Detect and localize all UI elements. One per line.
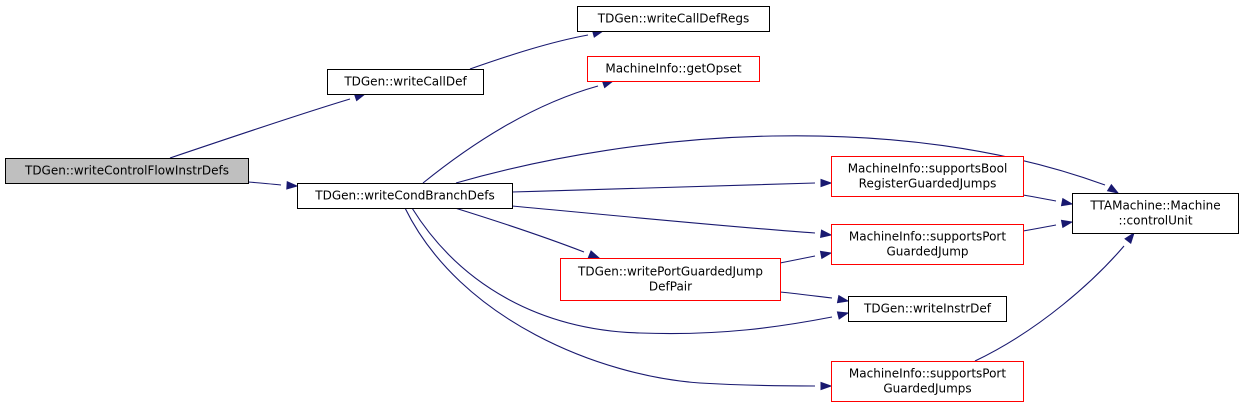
edge-line [247,181,282,186]
edge-writeCondBranchDefs-to-getOpset [422,80,615,184]
edge-line [779,255,816,264]
edge-writeCondBranchDefs-to-supportsPortGuardedJump [511,205,833,238]
node-label: GuardedJump [886,245,968,259]
node-box[interactable] [297,183,513,209]
edge-line [169,98,351,159]
node-box[interactable] [1072,193,1239,234]
edge-writeCondBranchDefs-to-supportsPortGuardedJumps [404,207,833,391]
node-controlUnit[interactable]: TTAMachine::Machine::controlUnit [1072,193,1239,234]
arrowhead-icon [286,181,299,190]
node-writeCallDef[interactable]: TDGen::writeCallDef [327,69,484,95]
node-label: MachineInfo::supportsPort [849,367,1006,381]
node-box[interactable] [831,224,1024,265]
node-writeInstrDef[interactable]: TDGen::writeInstrDef [848,296,1007,322]
arrowhead-icon [820,381,833,391]
node-label: MachineInfo::supportsBool [848,162,1008,176]
edge-line [404,207,816,387]
arrowhead-icon [836,294,850,304]
arrowhead-icon [1124,231,1135,244]
node-getOpset[interactable]: MachineInfo::getOpset [587,56,760,82]
node-writeCallDefRegs[interactable]: TDGen::writeCallDefRegs [577,6,770,32]
edges-layer [169,29,1135,391]
arrowhead-icon [836,311,850,320]
nodes-layer: TDGen::writeControlFlowInstrDefsTDGen::w… [5,6,1239,402]
node-box[interactable] [577,6,770,32]
node-root[interactable]: TDGen::writeControlFlowInstrDefs [5,158,249,184]
node-box[interactable] [5,158,249,184]
edge-line [511,205,816,234]
arrowhead-icon [820,178,833,188]
arrowhead-icon [819,250,833,260]
edge-supportsPortGuardedJump-to-controlUnit [1022,219,1074,232]
node-label: RegisterGuardedJumps [859,177,997,191]
edge-line [974,245,1125,362]
edge-line [469,34,589,70]
node-box[interactable] [560,258,781,301]
node-box[interactable] [587,56,760,82]
edge-writeCallDef-to-writeCallDefRegs [469,29,605,70]
edge-line [511,182,816,193]
edge-writeCondBranchDefs-to-supportsBoolRegisterGuardedJumps [511,178,833,193]
node-label: GuardedJumps [883,382,971,396]
edge-line [1022,224,1057,232]
edge-root-to-writeCondBranchDefs [247,181,299,190]
edge-supportsPortGuardedJumps-to-controlUnit [974,231,1135,362]
edge-line [422,85,599,184]
node-label: TDGen::writeInstrDef [863,302,992,316]
arrowhead-icon [587,250,601,259]
edge-line [1022,194,1057,202]
node-box[interactable] [831,361,1024,402]
edge-writePortGuardedJumpDefPair-to-writeInstrDef [779,291,850,304]
node-box[interactable] [848,296,1007,322]
arrowhead-icon [820,229,833,238]
node-label: TDGen::writeCallDefRegs [597,12,749,26]
arrowhead-icon [1106,183,1120,194]
node-supportsBoolRegisterGuardedJumps[interactable]: MachineInfo::supportsBoolRegisterGuarded… [831,156,1024,197]
node-box[interactable] [327,69,484,95]
node-box[interactable] [831,156,1024,197]
node-label: TDGen::writeCallDef [343,75,467,89]
node-label: TDGen::writePortGuardedJump [577,265,763,279]
node-label: DefPair [649,280,692,294]
node-label: TTAMachine::Machine [1089,199,1220,213]
arrowhead-icon [1060,197,1074,207]
node-label: ::controlUnit [1118,214,1192,228]
arrowhead-icon [1060,219,1074,229]
edge-writeCondBranchDefs-to-writeInstrDef [411,207,850,335]
edge-supportsBoolRegisterGuardedJumps-to-controlUnit [1022,194,1074,207]
edge-line [411,207,833,335]
node-label: MachineInfo::getOpset [605,62,741,76]
node-label: TDGen::writeControlFlowInstrDefs [24,164,229,178]
edge-writePortGuardedJumpDefPair-to-supportsPortGuardedJump [779,250,833,264]
node-label: MachineInfo::supportsPort [849,230,1006,244]
edge-line [454,207,585,253]
edge-line [779,291,833,299]
node-writeCondBranchDefs[interactable]: TDGen::writeCondBranchDefs [297,183,513,209]
node-label: TDGen::writeCondBranchDefs [314,189,494,203]
edge-writeCondBranchDefs-to-writePortGuardedJumpDefPair [454,207,601,259]
edge-root-to-writeCallDef [169,93,367,159]
